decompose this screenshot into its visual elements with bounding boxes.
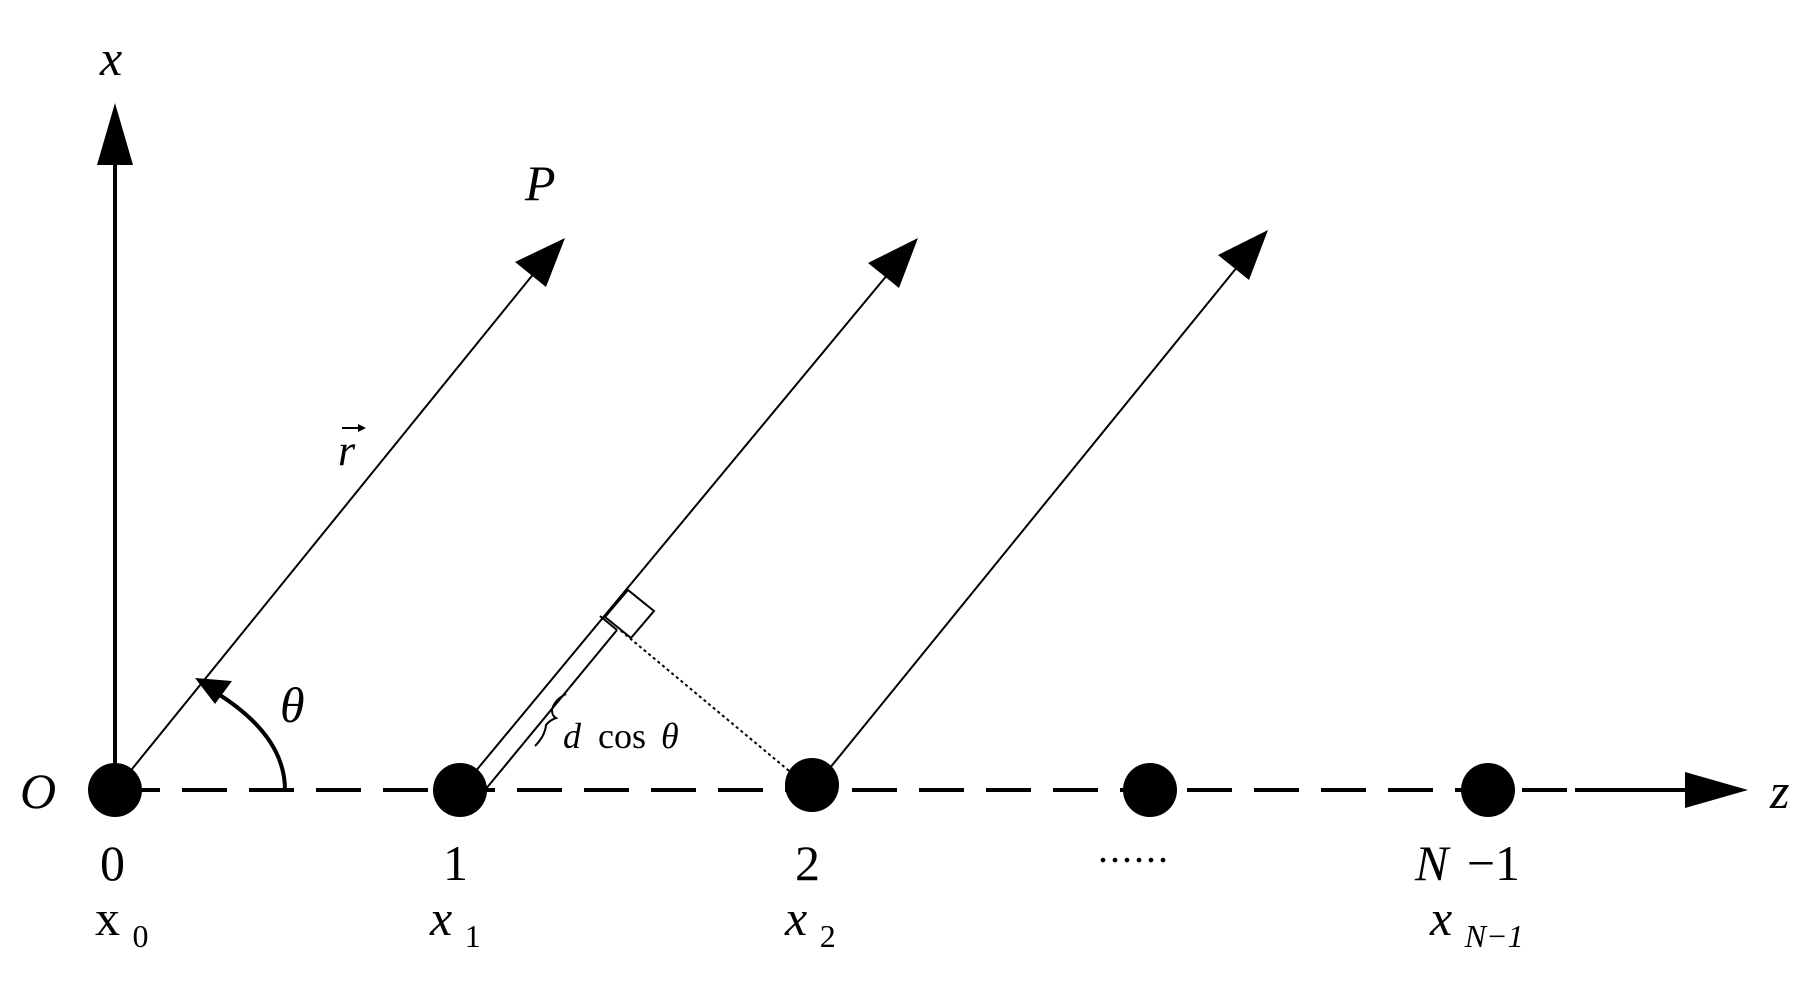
element-1-position: x 1 [429, 890, 481, 954]
element-n-minus-1-index-var: N [1414, 835, 1451, 891]
vector-r-accent-head [358, 424, 366, 432]
path-difference-label: d cos θ [563, 716, 679, 756]
element-2-index: 2 [795, 835, 820, 891]
theta-angle-arrowhead [195, 678, 232, 704]
right-angle-marker [603, 588, 656, 640]
ray-origin-arrowhead [515, 238, 565, 287]
array-element-1 [433, 763, 487, 817]
element-n-minus-1-index-rest: −1 [1467, 835, 1520, 891]
element-2-position-sub: 2 [820, 918, 836, 954]
ray-element-1-arrowhead [868, 238, 918, 288]
array-element-3 [1123, 763, 1177, 817]
ray-element-2-arrowhead [1218, 230, 1268, 280]
element-0-position: x 0 [95, 890, 149, 954]
ray-from-element-2 [811, 265, 1239, 791]
element-1-position-sub: 1 [465, 918, 481, 954]
element-2-position: x 2 [784, 890, 836, 954]
array-element-n-minus-1 [1461, 763, 1515, 817]
element-0-position-sub: 0 [133, 918, 149, 954]
z-axis-arrowhead [1685, 772, 1748, 808]
path-difference-theta: θ [661, 716, 679, 756]
ellipsis-label: ...... [1098, 826, 1170, 871]
x-axis-arrowhead [97, 103, 133, 165]
origin-label: O [20, 763, 56, 819]
x-axis-label: x [99, 30, 122, 86]
theta-angle-arc [213, 690, 287, 791]
z-axis-label: z [1769, 763, 1789, 819]
array-element-2 [785, 758, 839, 812]
point-p-label: P [524, 155, 556, 211]
element-0-index: 0 [100, 835, 125, 891]
element-1-position-var: x [429, 890, 452, 946]
element-n-minus-1-position-sub: N−1 [1464, 918, 1524, 954]
element-1-index: 1 [443, 835, 468, 891]
perpendicular-dotted-line [619, 629, 813, 791]
element-n-minus-1-position-var: x [1429, 890, 1452, 946]
path-difference-d: d [563, 716, 582, 756]
path-difference-cos: cos [598, 716, 646, 756]
element-2-position-var: x [784, 890, 807, 946]
array-element-0 [88, 763, 142, 817]
element-n-minus-1-position: x N−1 [1429, 890, 1524, 954]
path-difference-strip-cap [599, 615, 618, 631]
ray-from-element-1 [459, 273, 889, 791]
path-difference-brace [534, 693, 567, 747]
theta-label: θ [280, 677, 305, 733]
element-n-minus-1-index: N −1 [1414, 835, 1520, 891]
ray-from-origin [114, 271, 536, 791]
vector-r-label: r [338, 426, 356, 475]
element-0-position-var: x [95, 890, 120, 946]
